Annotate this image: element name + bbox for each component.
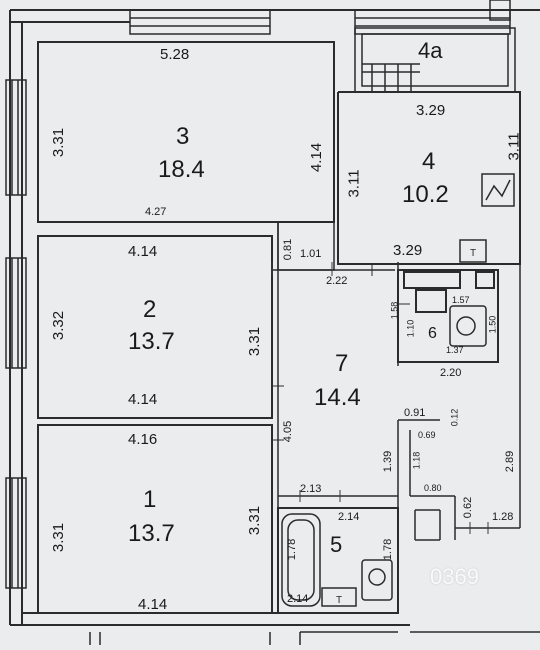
room-7-area: 14.4 xyxy=(314,384,361,411)
dim-r7-213: 2.13 xyxy=(300,483,322,495)
dim-r3-bottom: 4.27 xyxy=(145,206,167,218)
svg-text:T: T xyxy=(336,595,342,606)
dim-r4-top: 3.29 xyxy=(416,102,446,119)
dim-r3-top: 5.28 xyxy=(160,46,190,63)
room-1-area: 13.7 xyxy=(128,520,175,547)
dim-corr-top: 2.22 xyxy=(326,275,348,287)
room-1-walls xyxy=(37,424,273,614)
lower-walls xyxy=(89,509,540,645)
left-windows xyxy=(5,79,27,589)
dim-r7-139: 1.39 xyxy=(382,450,395,473)
room-7-walls xyxy=(272,222,521,613)
shower-icon xyxy=(481,173,515,207)
room-6-number: 6 xyxy=(428,325,437,342)
dim-r7-069: 0.69 xyxy=(418,430,436,440)
room-3-walls xyxy=(37,41,335,223)
dim-r7-091: 0.91 xyxy=(404,407,426,419)
dim-r7-128: 1.28 xyxy=(492,511,514,523)
stove-icon: T xyxy=(321,587,357,607)
dim-r5-178-right: 1.78 xyxy=(382,538,395,561)
toilet-icon xyxy=(361,559,393,601)
room-1-number: 1 xyxy=(143,486,157,513)
dim-r3-right: 4.14 xyxy=(308,142,326,173)
dim-niche-w: 0.81 xyxy=(282,238,295,261)
balcony-4a xyxy=(354,27,516,93)
room-4-area: 10.2 xyxy=(402,181,449,208)
dim-r7-118: 1.18 xyxy=(411,451,422,470)
sink-icon xyxy=(449,305,487,347)
dim-r2-top: 4.14 xyxy=(128,243,158,260)
room-2-number: 2 xyxy=(143,296,157,323)
top-windows xyxy=(129,0,511,35)
dim-r6-150: 1.50 xyxy=(487,315,498,334)
dimension-ticks xyxy=(271,262,489,534)
niche xyxy=(277,221,335,271)
room-5-walls xyxy=(277,507,399,614)
dim-r5-214-top: 2.14 xyxy=(338,511,360,523)
dim-r6-220: 2.20 xyxy=(440,367,462,379)
dim-r1-right: 3.31 xyxy=(246,505,264,536)
room-4-number: 4 xyxy=(422,148,436,175)
dim-niche-h: 1.01 xyxy=(300,248,322,260)
dim-r2-right: 3.31 xyxy=(246,326,264,357)
room-6-walls xyxy=(397,269,499,363)
dim-r1-left: 3.31 xyxy=(50,522,68,553)
door-swings xyxy=(272,264,410,441)
dim-r5-178-left: 1.78 xyxy=(286,538,299,561)
washer-icon: T xyxy=(459,239,487,263)
room-2-area: 13.7 xyxy=(128,328,175,355)
dim-r7-289: 2.89 xyxy=(504,450,517,473)
dim-r4-left: 3.11 xyxy=(345,169,363,198)
dim-r1-top: 4.16 xyxy=(128,431,158,448)
dim-r6-110: 1.10 xyxy=(405,319,416,338)
watermark: 0369 xyxy=(430,564,479,589)
room-5-number: 5 xyxy=(330,532,343,557)
room-7-number: 7 xyxy=(335,350,349,377)
dim-r6-137: 1.37 xyxy=(446,345,464,355)
room-2-walls xyxy=(37,235,273,419)
dim-r1-bottom: 4.14 xyxy=(138,596,168,613)
dim-r6-157: 1.57 xyxy=(452,295,470,305)
outer-walls xyxy=(9,9,540,626)
bathtub-icon xyxy=(281,513,321,607)
dim-wall-405: 4.05 xyxy=(282,420,295,443)
dim-r2-bottom: 4.14 xyxy=(128,391,158,408)
dim-r5-214-bottom: 2.14 xyxy=(287,593,309,605)
dim-r4-bottom: 3.29 xyxy=(393,242,423,259)
balcony-label: 4a xyxy=(418,38,443,63)
svg-text:T: T xyxy=(470,248,476,259)
room-3-area: 18.4 xyxy=(158,156,205,183)
dim-r2-left: 3.32 xyxy=(50,310,68,341)
dim-r6-158: 1.58 xyxy=(389,301,400,320)
dim-r3-left: 3.31 xyxy=(50,127,68,158)
dim-r7-012: 0.12 xyxy=(449,408,460,427)
dim-r7-080: 0.80 xyxy=(424,483,442,493)
dim-r7-062: 0.62 xyxy=(462,496,475,519)
room-3-number: 3 xyxy=(176,123,190,150)
dim-r4-right: 3.11 xyxy=(505,132,523,161)
